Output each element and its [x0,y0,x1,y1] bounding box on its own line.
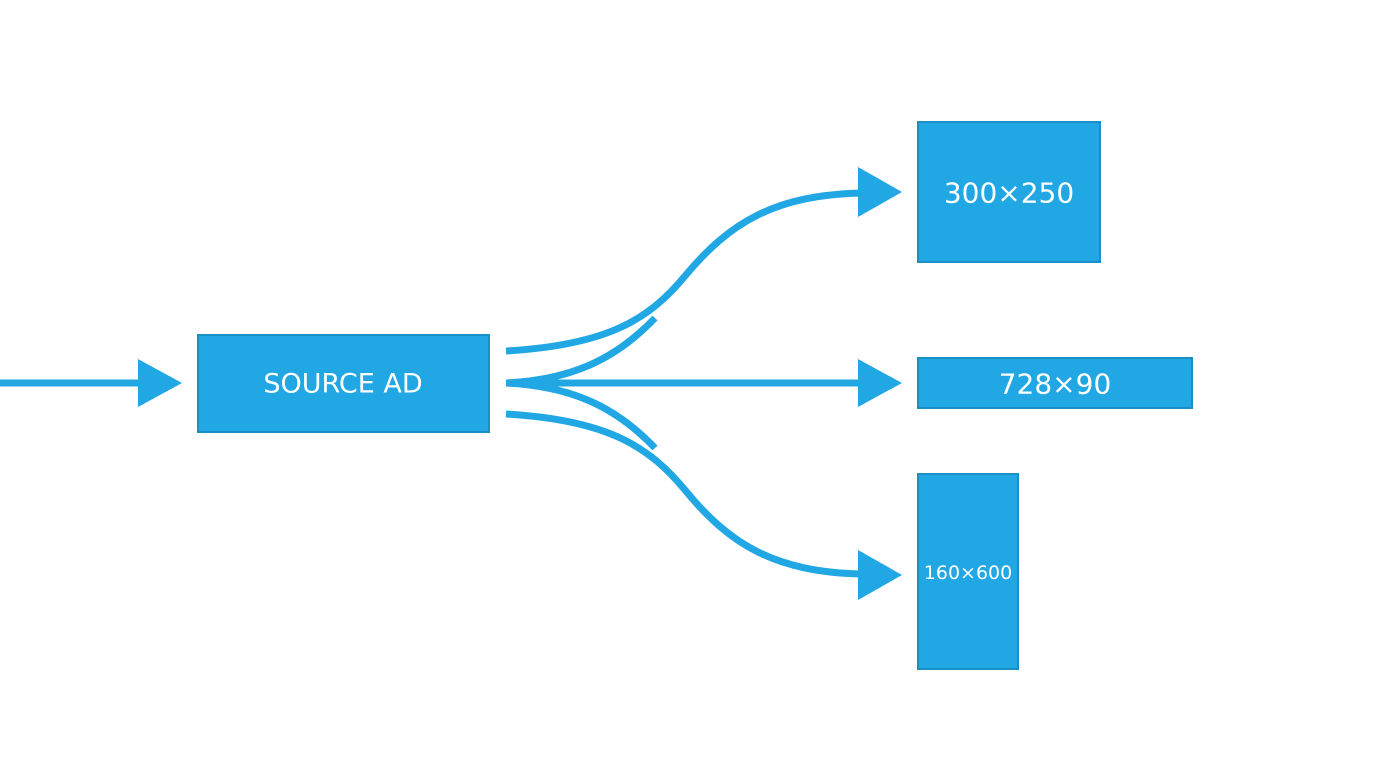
output-node-300x250: 300×250 [917,121,1101,263]
output-box-300x250 [917,121,1101,263]
source-node: SOURCE AD [197,334,490,433]
output-node-728x90: 728×90 [917,357,1193,409]
input-arrow [0,359,182,407]
source-label: SOURCE AD [263,369,422,400]
flow-line-1 [505,189,863,355]
flow-arrow-head-3 [858,550,902,600]
output-label-300x250: 300×250 [944,177,1074,210]
output-box-160x600 [917,473,1019,670]
flow-to-output-1 [505,167,902,355]
flow-line-3 [505,410,863,578]
source-box [197,334,490,433]
flow-branch-lower [505,379,658,451]
flow-arrow-head-1 [858,167,902,217]
flow-to-output-2 [506,359,902,407]
flow-to-output-3 [505,410,902,600]
output-box-728x90 [917,357,1193,409]
output-label-728x90: 728×90 [999,368,1112,401]
output-label-160x600: 160×600 [924,562,1012,584]
flow-arrow-head-2 [858,359,902,407]
input-arrow-head [138,359,182,407]
output-node-160x600: 160×600 [917,473,1019,670]
